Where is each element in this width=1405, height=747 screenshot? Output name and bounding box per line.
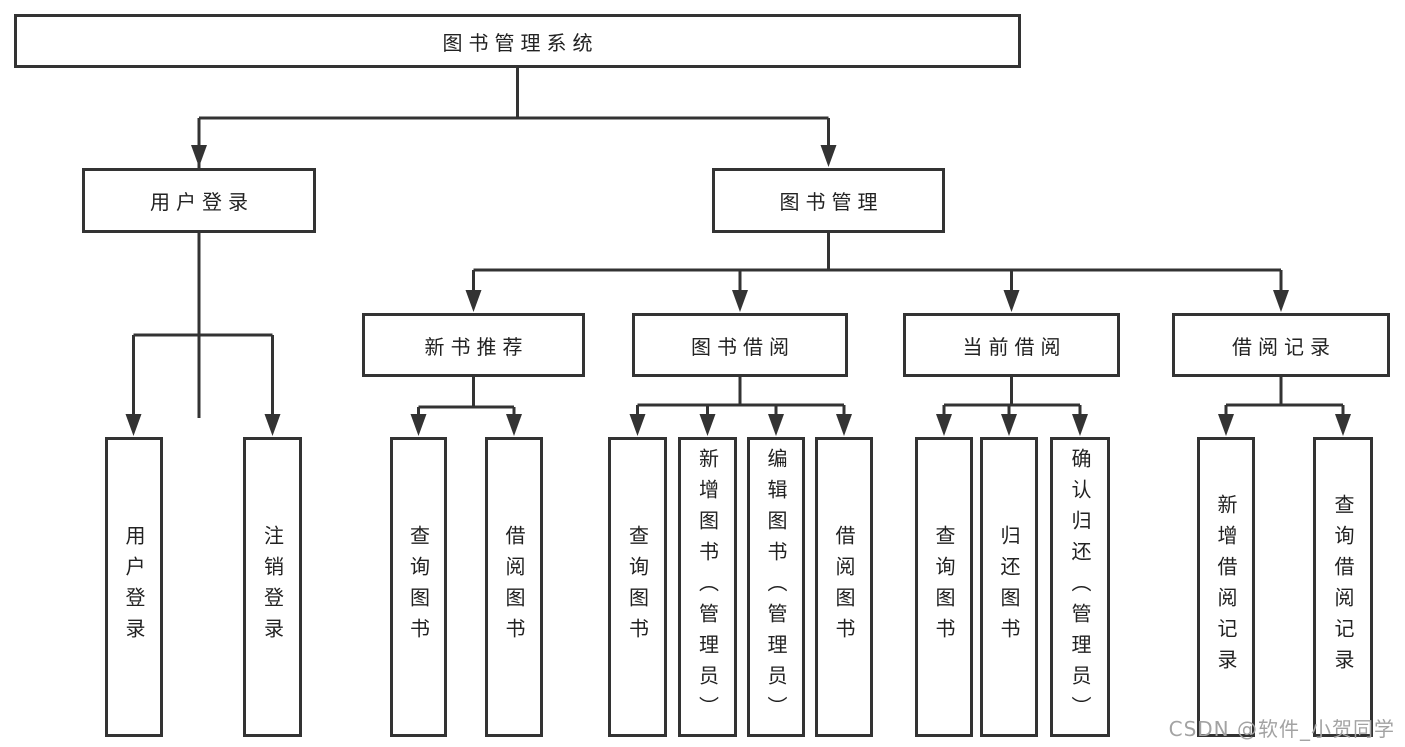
connector-current-borrow-to-children: [942, 377, 1082, 418]
leaf-borrow-borrow-books: 借阅图书: [815, 437, 873, 737]
leaf-records-add-borrow-record: 新增借阅记录: [1197, 437, 1255, 737]
arrow-down-icon: [699, 414, 716, 436]
csdn-watermark: CSDN @软件_小贺同学: [1168, 717, 1395, 741]
leaf-records-add-borrow-record-label: 新增借阅记录: [1214, 494, 1238, 680]
leaf-borrow-add-books-admin: 新增图书（管理员）: [678, 437, 737, 737]
node-book-management: 图书管理: [712, 168, 945, 233]
arrow-down-icon: [1218, 414, 1234, 436]
leaf-user-login-label: 用户登录: [122, 525, 146, 649]
arrow-down-icon: [936, 414, 952, 436]
node-book-borrow: 图书借阅: [632, 313, 848, 377]
leaf-newbook-borrow-books: 借阅图书: [485, 437, 543, 737]
leaf-newbook-query-books: 查询图书: [390, 437, 447, 737]
arrow-down-icon: [506, 414, 522, 436]
arrow-down-icon: [191, 145, 207, 167]
arrow-down-icon: [1273, 290, 1289, 312]
node-root-system: 图书管理系统: [14, 14, 1021, 68]
arrow-down-icon: [1335, 414, 1351, 436]
connector-book-borrow-to-children: [636, 377, 846, 418]
connector-book-management-to-children: [472, 233, 1283, 295]
leaf-current-query-books-label: 查询图书: [932, 525, 956, 649]
arrow-down-icon: [820, 145, 837, 167]
node-user-login-label: 用户登录: [150, 190, 254, 214]
connector-borrow-records-to-children: [1224, 377, 1345, 418]
arrow-down-icon: [1001, 414, 1017, 436]
node-current-borrow: 当前借阅: [903, 313, 1120, 377]
connector-new-book-recommend-to-children: [417, 377, 516, 418]
leaf-newbook-query-books-label: 查询图书: [406, 525, 431, 649]
leaf-current-return-books-label: 归还图书: [997, 525, 1021, 649]
arrow-down-icon: [768, 414, 784, 436]
leaf-logout-login-label: 注销登录: [260, 525, 285, 649]
leaf-borrow-edit-books-admin: 编辑图书（管理员）: [747, 437, 805, 737]
arrow-down-icon: [264, 414, 281, 436]
node-borrow-records: 借阅记录: [1172, 313, 1390, 377]
leaf-borrow-query-books: 查询图书: [608, 437, 667, 737]
leaf-newbook-borrow-books-label: 借阅图书: [502, 525, 526, 649]
leaf-borrow-query-books-label: 查询图书: [625, 525, 650, 649]
leaf-current-query-books: 查询图书: [915, 437, 973, 737]
leaf-user-login: 用户登录: [105, 437, 163, 737]
arrow-down-icon: [836, 414, 852, 436]
leaf-borrow-edit-books-admin-label: 编辑图书（管理员）: [764, 447, 788, 727]
arrow-down-icon: [1072, 414, 1088, 436]
arrow-down-icon: [465, 290, 482, 312]
node-user-login: 用户登录: [82, 168, 316, 233]
leaf-borrow-add-books-admin-label: 新增图书（管理员）: [695, 447, 720, 727]
arrow-down-icon: [629, 414, 646, 436]
leaf-current-return-books: 归还图书: [980, 437, 1038, 737]
connector-user-login-to-children: [132, 233, 274, 418]
arrow-down-icon: [1003, 290, 1020, 312]
leaf-current-confirm-return-admin-label: 确认归还（管理员）: [1068, 447, 1092, 727]
arrow-down-icon: [125, 414, 142, 436]
arrow-down-icon: [732, 290, 748, 312]
leaf-logout-login: 注销登录: [243, 437, 302, 737]
node-root-system-label: 图书管理系统: [442, 30, 599, 55]
leaf-current-confirm-return-admin: 确认归还（管理员）: [1050, 437, 1110, 737]
leaf-records-query-borrow-record-label: 查询借阅记录: [1331, 494, 1355, 680]
leaf-borrow-borrow-books-label: 借阅图书: [832, 525, 856, 649]
node-new-book-recommend: 新书推荐: [362, 313, 585, 377]
node-current-borrow-label: 当前借阅: [962, 334, 1067, 359]
node-new-book-recommend-label: 新书推荐: [424, 334, 529, 359]
node-borrow-records-label: 借阅记录: [1232, 334, 1336, 359]
node-book-management-label: 图书管理: [779, 190, 884, 214]
node-book-borrow-label: 图书借阅: [691, 334, 795, 359]
leaf-records-query-borrow-record: 查询借阅记录: [1313, 437, 1373, 737]
arrow-down-icon: [410, 414, 427, 436]
